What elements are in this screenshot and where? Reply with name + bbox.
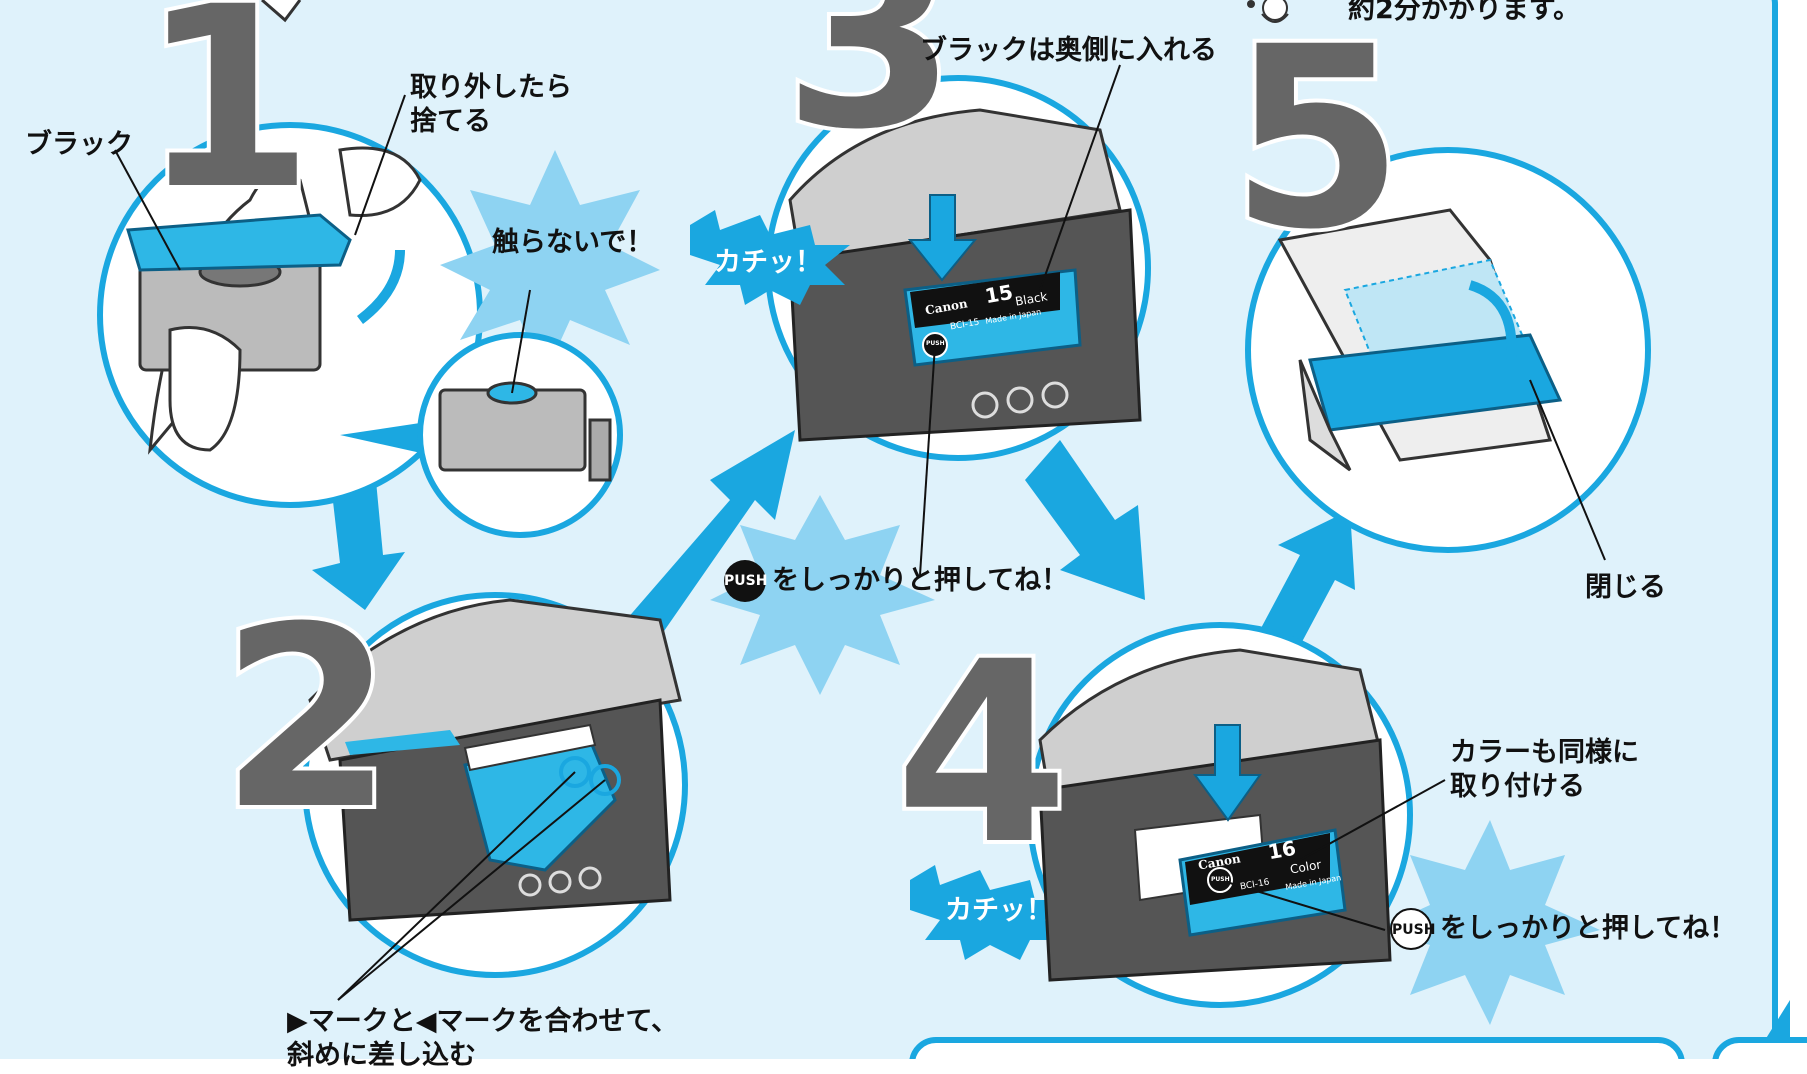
step-4-push-text: をしっかりと押してね！ — [1440, 913, 1737, 944]
step-5-number: 5 — [1230, 0, 1404, 284]
step-1-leader-remove — [354, 94, 406, 236]
step-4-color-label-1: カラーも同様に — [1450, 737, 1639, 768]
cartridge-zoom — [417, 289, 623, 538]
step-4-illustration — [1027, 622, 1413, 1008]
zoom-pointer — [340, 420, 440, 455]
step-5-illustration — [1245, 147, 1651, 553]
push-burst-4 — [1375, 820, 1600, 1025]
cartridge-16-number: 16 — [1266, 835, 1298, 865]
step-2-align-label-2: 斜めに差し込む — [287, 1040, 476, 1071]
step-4-push-badge: PUSH — [1390, 908, 1435, 950]
step-2-align-label-1: ▶マークと◀マークを合わせて、 — [287, 1006, 679, 1037]
step-4-color-label-2: 取り付ける — [1450, 771, 1585, 802]
pointer-tail — [261, 0, 302, 23]
flow-arrow-4-5 — [1260, 510, 1355, 655]
step-2-illustration — [302, 592, 688, 978]
mascot-icon — [1247, 0, 1289, 23]
footer-tab — [909, 1037, 1685, 1059]
step-3-push-text: をしっかりと押してね！ — [772, 565, 1069, 596]
step-1-number: 1 — [140, 0, 314, 244]
step-4-leader-top — [1299, 779, 1446, 861]
step-1-leader-black — [114, 149, 181, 271]
dont-touch-label: 触らないで！ — [492, 227, 654, 258]
push-burst-3 — [710, 495, 935, 695]
step-3-number: 3 — [783, 0, 957, 184]
step-4-leader-push — [1219, 879, 1386, 931]
step-1-remove-label-1: 取り外したら — [410, 72, 572, 103]
step-3-click-label: カチッ！ — [714, 247, 822, 278]
footer-tab-right — [1712, 1037, 1807, 1059]
time-note: 約2分かかります。 — [1348, 0, 1581, 25]
cartridge-16-push-badge: PUSH — [1211, 876, 1230, 883]
cartridge-15-push-badge: PUSH — [926, 340, 945, 347]
step-3-push-badge: PUSH — [724, 560, 767, 602]
next-page-corner — [1765, 1000, 1790, 1040]
step-2-number: 2 — [220, 573, 394, 864]
flow-arrow-1-2 — [312, 470, 405, 610]
cartridge-15-number: 15 — [983, 279, 1015, 309]
step-1-remove-label-2: 捨てる — [410, 106, 491, 137]
step-3-leader-push — [919, 344, 936, 576]
step-3-leader-top — [1039, 64, 1121, 291]
step-3-black-back-label: ブラックは奥側に入れる — [920, 35, 1217, 66]
step-2-leader-b — [337, 779, 606, 1001]
step-4-number: 4 — [895, 608, 1069, 899]
step-1-black-label: ブラック — [25, 129, 133, 160]
dont-touch-burst — [440, 150, 660, 375]
step-1-illustration — [97, 122, 483, 508]
click-burst-3 — [690, 210, 850, 305]
step-5-close-label: 閉じる — [1585, 572, 1666, 603]
flow-arrow-3-4 — [1025, 440, 1145, 600]
step-5-leader — [1529, 379, 1606, 561]
click-burst-4 — [910, 865, 1070, 960]
step-4-click-label: カチッ！ — [945, 895, 1053, 926]
step-2-leader — [337, 771, 576, 1001]
step-3-illustration — [765, 75, 1151, 461]
